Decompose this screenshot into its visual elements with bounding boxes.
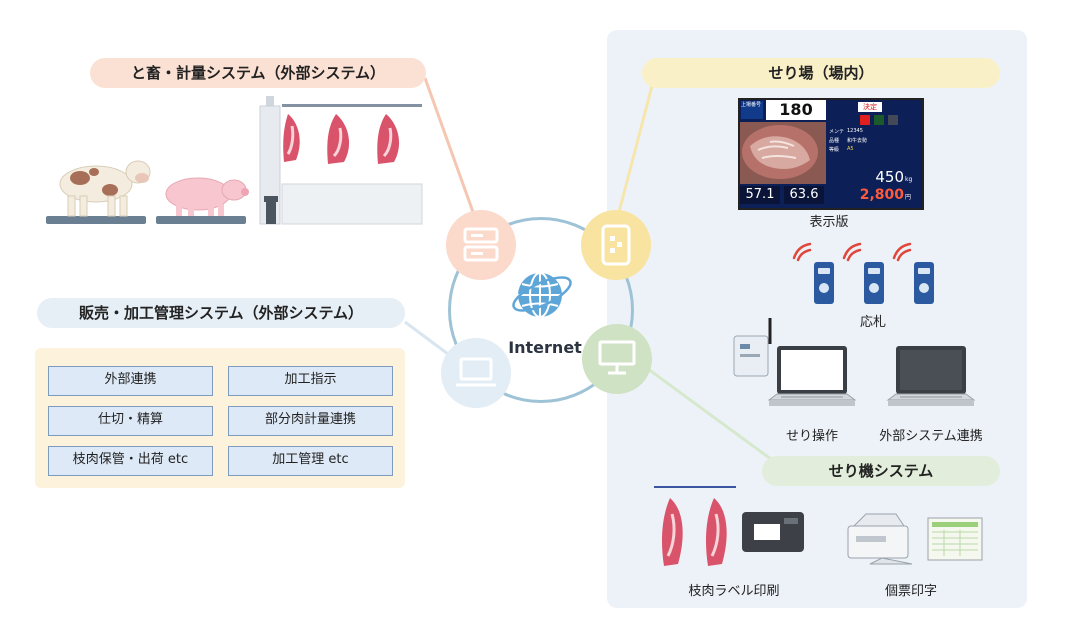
- laptop-node: [441, 338, 511, 408]
- feature-box: 加工管理 etc: [228, 446, 393, 476]
- feature-box: 外部連携: [48, 366, 213, 396]
- display-row-value: 和牛去勢: [847, 138, 868, 144]
- slip-print-caption: 個票印字: [884, 584, 937, 599]
- display-bottom-value-2: 63.6: [784, 186, 824, 204]
- external-link-caption: 外部システム連携: [879, 429, 983, 444]
- feature-box: 枝肉保管・出荷 etc: [48, 446, 213, 476]
- feature-box: 部分肉計量連携: [228, 406, 393, 436]
- display-row-value: 12345: [847, 128, 863, 134]
- display-header-label: 上場番号: [741, 101, 763, 119]
- display-price-value: 2,800: [859, 187, 904, 203]
- feature-box: 加工指示: [228, 366, 393, 396]
- display-price-unit: 円: [905, 194, 912, 201]
- server-icon: [463, 227, 499, 262]
- sales-processing-system-title: 販売・加工管理システム（外部システム）: [37, 298, 405, 328]
- display-weight-value: 450: [875, 168, 904, 186]
- meat-rail-facility: [259, 96, 423, 225]
- internet-label: Internet: [508, 338, 582, 357]
- monitor-node: [582, 324, 652, 394]
- internet-ring: [448, 217, 634, 403]
- laptop-icon: [456, 357, 496, 387]
- display-indicator-gray: [888, 115, 898, 125]
- display-lot-number: 180: [766, 100, 826, 120]
- display-indicator-green: [874, 115, 884, 125]
- display-indicator-red: [860, 115, 870, 125]
- cow-illustration: [46, 160, 151, 224]
- meat-cut-photo: [740, 122, 826, 184]
- bid-terminals: [792, 242, 934, 304]
- display-row-label: メンテ: [829, 129, 845, 135]
- display-weight-unit: kg: [905, 176, 913, 183]
- monitor-icon: [598, 340, 636, 375]
- slip-print-illustration: [847, 513, 983, 565]
- display-board-caption: 表示版: [809, 215, 849, 230]
- display-bottom-value-1: 57.1: [740, 186, 780, 204]
- server-node: [446, 210, 516, 280]
- auction-machine-system-title: せり機システム: [762, 456, 1000, 486]
- globe-icon: [512, 272, 572, 318]
- carcass-label-print-caption: 枝肉ラベル印刷: [688, 584, 780, 599]
- pig-illustration: [156, 177, 249, 224]
- display-info-panel: メンテ 12345 品種 和牛去勢 等級 A5: [829, 128, 918, 168]
- wireless-router: [733, 318, 772, 377]
- display-row-value: A5: [847, 146, 854, 152]
- display-status-badge: 決定: [858, 102, 882, 112]
- carcass-label-illustration: [654, 486, 804, 566]
- auction-floor-title: せり場（場内）: [642, 58, 1000, 88]
- laptop-auction-operation: [767, 346, 857, 406]
- bid-caption: 応札: [859, 315, 886, 330]
- tablet-icon: [601, 224, 631, 266]
- display-row-label: 品種: [829, 138, 840, 144]
- laptop-external-link: [886, 346, 976, 406]
- display-row-label: 等級: [829, 147, 840, 153]
- tablet-node: [581, 210, 651, 280]
- auction-operation-caption: せり操作: [785, 429, 838, 444]
- feature-box: 仕切・精算: [48, 406, 213, 436]
- slaughter-system-title: と畜・計量システム（外部システム）: [90, 58, 426, 88]
